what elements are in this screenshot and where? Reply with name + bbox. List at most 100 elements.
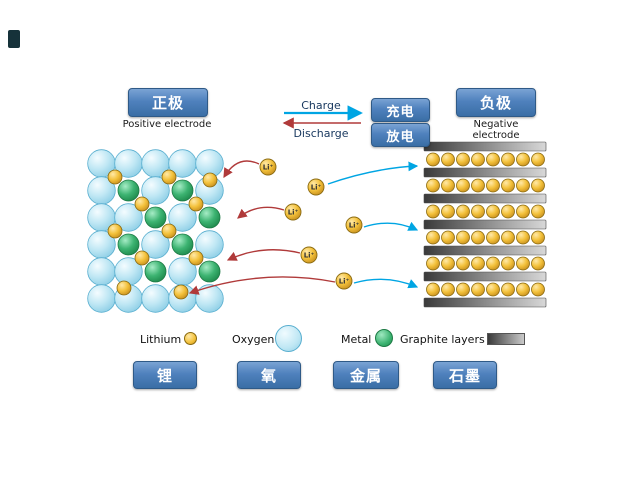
intercalated-lithium (531, 282, 545, 297)
intercalated-lithium (456, 178, 470, 193)
graphite-layer (423, 297, 547, 308)
legend-graphite-label: Graphite layers (400, 333, 485, 346)
intercalated-lithium (486, 152, 500, 167)
graphite-layers-icon (487, 333, 525, 345)
migrating-li-ions: Li⁺ Li⁺ Li⁺ Li⁺ Li⁺ Li⁺ (259, 158, 363, 290)
discharge-flow-arrow (237, 206, 285, 219)
intercalated-lithium (501, 230, 515, 245)
intercalated-lithium (516, 178, 530, 193)
intercalated-lithium (516, 204, 530, 219)
intercalated-lithium (441, 230, 455, 245)
intercalated-lithium (501, 178, 515, 193)
lithium-atom (134, 250, 150, 266)
discharge-flow-arrow (223, 160, 260, 179)
metal-atom (171, 233, 194, 256)
lithium-atom (134, 196, 150, 212)
li-ion-label: Li⁺ (304, 252, 315, 260)
intercalated-lithium (456, 204, 470, 219)
metal-atom (198, 206, 221, 229)
intercalated-lithium (501, 152, 515, 167)
li-ion-ball (284, 203, 302, 221)
metal-atom (198, 260, 221, 283)
lithium-badge: 锂 (133, 361, 197, 389)
intercalated-lithium (516, 256, 530, 271)
metal-atom (117, 233, 140, 256)
li-ion-ball (259, 158, 277, 176)
metal-atom (144, 206, 167, 229)
lithium-atom (161, 223, 177, 239)
li-ion-label: Li⁺ (339, 278, 350, 286)
oxygen-atom (195, 284, 224, 313)
metal-atom (117, 179, 140, 202)
li-ion-label: Li⁺ (263, 164, 274, 172)
corner-artifact (8, 30, 20, 48)
intercalated-lithium (471, 256, 485, 271)
oxygen-atom (168, 203, 197, 232)
intercalated-lithium (426, 204, 440, 219)
intercalated-lithium (426, 178, 440, 193)
discharge-label: Discharge (293, 127, 349, 140)
intercalated-lithium (516, 282, 530, 297)
graphite-layer (423, 245, 547, 256)
intercalated-lithium (471, 178, 485, 193)
positive-electrode-label: Positive electrode (122, 119, 212, 130)
intercalated-lithium (531, 204, 545, 219)
li-ion-ball (345, 216, 363, 234)
negative-electrode-label: Negative electrode (472, 119, 520, 141)
oxygen-atom (114, 203, 143, 232)
graphite-layer (423, 219, 547, 230)
negative-electrode-stack (423, 141, 547, 308)
graphite-layer (423, 193, 547, 204)
li-ion-label: Li⁺ (311, 184, 322, 192)
oxygen-atom (141, 230, 170, 259)
intercalated-lithium (486, 256, 500, 271)
lithium-atom (173, 284, 189, 300)
graphite-layer (423, 141, 547, 152)
li-ion-ball (300, 246, 318, 264)
positive-electrode-lattice (87, 149, 224, 313)
discharge-badge: 放电 (371, 123, 430, 147)
ion-flow-arrows (188, 105, 419, 295)
intercalated-lithium (456, 230, 470, 245)
intercalated-lithium (456, 256, 470, 271)
charge-flow-arrow (353, 278, 419, 289)
legend-metal-label: Metal (341, 333, 372, 346)
li-ion-ball (307, 178, 325, 196)
graphite-layer (423, 271, 547, 282)
oxygen-atom (195, 230, 224, 259)
metal-atom (171, 179, 194, 202)
intercalated-lithium (531, 256, 545, 271)
intercalated-lithium (486, 178, 500, 193)
oxygen-icon (275, 325, 302, 352)
discharge-flow-arrow (188, 276, 336, 295)
graphite-badge: 石墨 (433, 361, 497, 389)
intercalated-lithium (531, 178, 545, 193)
oxygen-atom (141, 176, 170, 205)
lithium-atom (188, 196, 204, 212)
li-ion: Li⁺ (345, 216, 363, 234)
lithium-atom (107, 223, 123, 239)
metal-badge: 金属 (333, 361, 399, 389)
legend-oxygen-label: Oxygen (232, 333, 275, 346)
lithium-atom (107, 169, 123, 185)
oxygen-badge: 氧 (237, 361, 301, 389)
intercalated-lithium (426, 256, 440, 271)
metal-icon (375, 329, 393, 347)
lithium-atom (116, 280, 132, 296)
li-ion: Li⁺ (284, 203, 302, 221)
intercalated-lithium (516, 230, 530, 245)
intercalated-lithium (531, 230, 545, 245)
lithium-atom (161, 169, 177, 185)
li-ion: Li⁺ (307, 178, 325, 196)
intercalated-lithium (441, 204, 455, 219)
oxygen-atom (141, 284, 170, 313)
intercalated-lithium (486, 282, 500, 297)
li-ion: Li⁺ (335, 272, 353, 290)
intercalated-lithium (471, 230, 485, 245)
intercalated-lithium (486, 230, 500, 245)
lithium-atom (188, 250, 204, 266)
intercalated-lithium (426, 230, 440, 245)
li-ion: Li⁺ (259, 158, 277, 176)
